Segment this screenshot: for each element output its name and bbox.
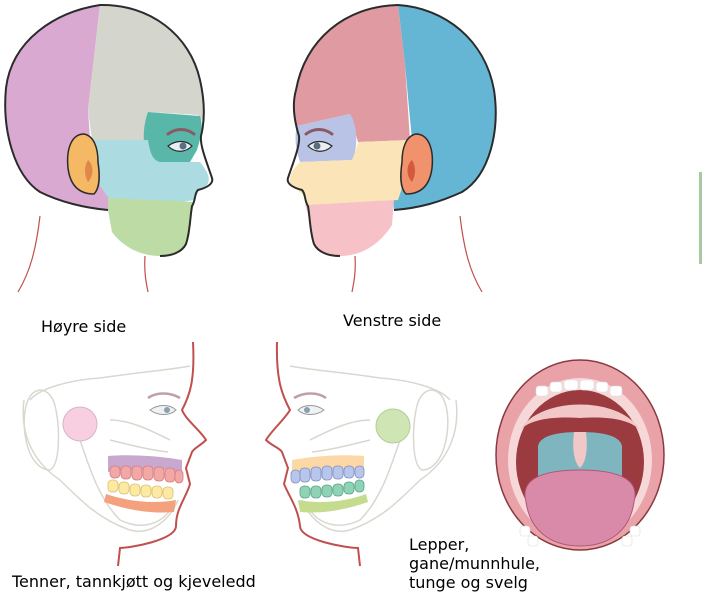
face-profile-right	[117, 341, 208, 567]
ear-outline	[412, 389, 449, 471]
region-jaw	[108, 198, 195, 256]
ear-outline	[23, 389, 60, 471]
edge-fragment	[699, 172, 702, 264]
eyebrow	[304, 128, 334, 136]
label-right-side: Høyre side	[41, 317, 127, 336]
eyebrow	[293, 392, 327, 400]
tmj-right	[62, 406, 98, 442]
pupil	[179, 142, 187, 150]
eye	[149, 405, 177, 415]
palate	[520, 404, 640, 430]
upper-teeth-left	[290, 455, 365, 484]
label-mouth-line-1: Lepper,	[409, 535, 470, 554]
skull-outline	[22, 365, 191, 532]
open-mouth	[495, 359, 665, 551]
pupil	[313, 142, 321, 150]
uvula	[573, 432, 587, 468]
head-outline	[4, 3, 214, 257]
lower-teeth-right	[104, 479, 176, 513]
lower-teeth-left	[298, 479, 368, 513]
jaw-outline	[79, 439, 171, 526]
jaw-outline	[309, 439, 401, 526]
neck-line	[17, 215, 149, 293]
region-scalp-top	[88, 4, 204, 141]
label-left-side: Venstre side	[343, 311, 442, 330]
ear-canal	[85, 160, 93, 182]
neck-line	[351, 215, 483, 293]
label-mouth-line-3: tunge og svelg	[409, 573, 528, 592]
region-eye	[295, 114, 357, 162]
skull-outline	[289, 365, 458, 532]
tongue	[524, 469, 636, 547]
label-teeth: Tenner, tannkjøtt og kjeveledd	[12, 572, 256, 591]
cheek-line	[109, 419, 171, 453]
ear-canal	[407, 160, 415, 182]
eyebrow	[147, 392, 181, 400]
region-scalp-front	[293, 5, 410, 142]
tmj-left	[375, 408, 411, 444]
skull-right-side	[22, 365, 191, 532]
label-mouth-line-2: gane/munnhule,	[409, 554, 540, 573]
ear	[400, 133, 434, 195]
label-mouth: Lepper, gane/munnhule, tunge og svelg	[409, 535, 540, 592]
eye	[297, 405, 325, 415]
region-eye	[143, 112, 202, 162]
eyebrow	[166, 128, 196, 136]
upper-teeth-right	[108, 455, 184, 484]
pupil	[164, 407, 170, 413]
region-midface	[92, 140, 209, 202]
face-profile-left	[264, 341, 361, 567]
ear	[66, 133, 100, 195]
cheek-line	[309, 419, 371, 453]
region-midface	[289, 140, 410, 205]
head-left-side	[286, 3, 497, 293]
skull-left-side	[289, 365, 458, 532]
head-right-side	[4, 3, 214, 293]
region-jaw	[305, 200, 394, 256]
head-outline	[286, 3, 497, 257]
pupil	[304, 407, 310, 413]
upper-teeth	[535, 379, 623, 397]
lower-teeth	[519, 525, 641, 547]
